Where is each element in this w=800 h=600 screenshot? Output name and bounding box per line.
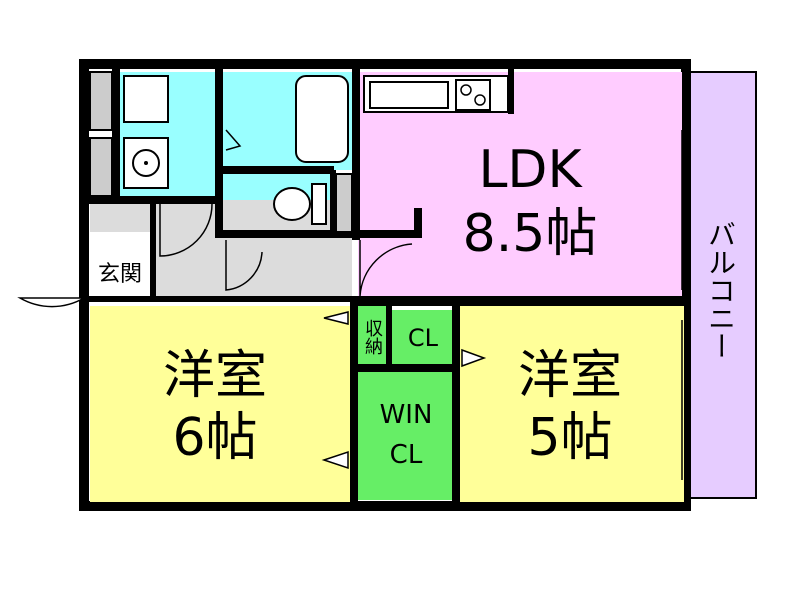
walk-in-closet-line2: CL	[389, 440, 423, 470]
storage-label: 収納	[362, 319, 383, 355]
balcony-label: バルコニー	[704, 220, 737, 360]
entrance-label: 玄関	[97, 262, 142, 287]
shelf-1	[89, 71, 113, 131]
walk-in-closet-area	[356, 372, 456, 500]
sink-icon	[369, 81, 449, 109]
western-room-6-area	[90, 306, 350, 502]
bathtub-icon	[295, 75, 349, 163]
washing-machine-icon	[123, 75, 169, 123]
ldk-name: LDK	[478, 140, 582, 200]
walk-in-closet-line1: WIN	[379, 400, 433, 430]
shelf-2	[89, 137, 113, 197]
entrance-floor	[90, 232, 152, 298]
closet-label: CL	[407, 324, 439, 352]
western-room-b-name: 洋室	[517, 346, 622, 406]
ldk-size: 8.5帖	[462, 204, 598, 264]
western-room-b-size: 5帖	[527, 408, 613, 468]
western-room-a-size: 6帖	[172, 408, 258, 468]
western-room-a-name: 洋室	[162, 346, 267, 406]
toilet-tank-icon	[311, 183, 327, 225]
stove-icon	[455, 79, 491, 111]
windows	[81, 130, 683, 480]
toilet-icon	[273, 187, 311, 221]
storage-area	[356, 306, 390, 366]
interior-walls	[84, 64, 686, 506]
sliding-doors	[160, 299, 680, 470]
western-room-5-area	[460, 306, 684, 502]
shelf-3	[335, 173, 353, 233]
balcony-area	[685, 71, 757, 499]
doors	[17, 129, 413, 308]
closet-area	[392, 310, 454, 366]
